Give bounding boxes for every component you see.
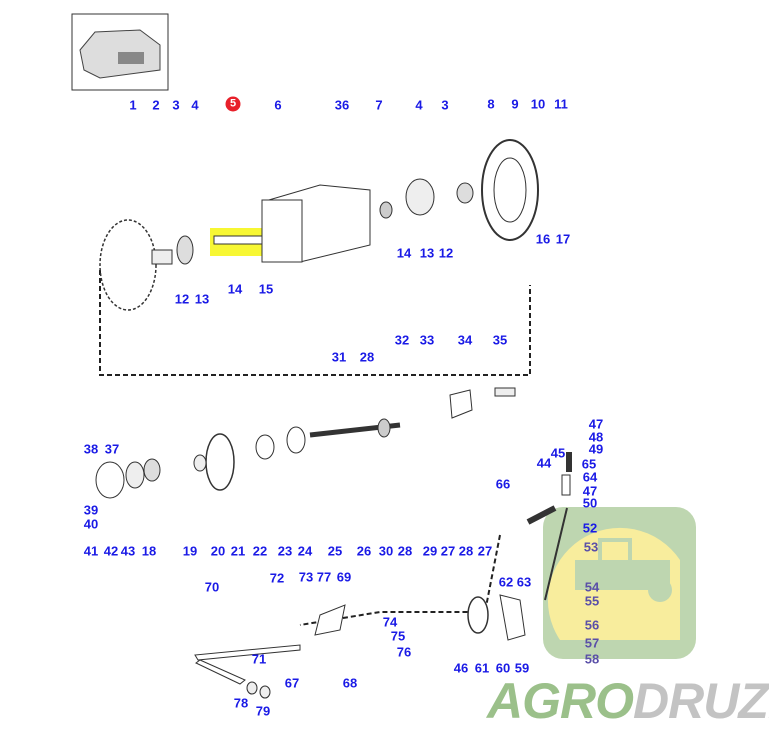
part-label[interactable]: 30 <box>378 543 394 559</box>
part-label[interactable]: 28 <box>359 349 375 365</box>
part-label[interactable]: 4 <box>191 97 199 113</box>
part-label[interactable]: 57 <box>584 635 600 651</box>
part-label[interactable]: 27 <box>440 543 456 559</box>
part-label[interactable]: 74 <box>382 614 398 630</box>
part-label[interactable]: 34 <box>457 332 473 348</box>
part-label[interactable]: 20 <box>210 543 226 559</box>
watermark-druzi: DRUZI <box>633 673 769 729</box>
part-label[interactable]: 19 <box>182 543 198 559</box>
part-label[interactable]: 14 <box>396 245 412 261</box>
part-label[interactable]: 43 <box>120 543 136 559</box>
part-label[interactable]: 48 <box>588 429 604 445</box>
part-label[interactable]: 66 <box>495 476 511 492</box>
part-label[interactable]: 79 <box>255 703 271 719</box>
part-label[interactable]: 39 <box>83 502 99 518</box>
part-label[interactable]: 9 <box>511 96 519 112</box>
part-label[interactable]: 47 <box>588 416 604 432</box>
part-label[interactable]: 2 <box>152 97 160 113</box>
part-label[interactable]: 1 <box>129 97 137 113</box>
part-label[interactable]: 11 <box>554 96 568 112</box>
part-label[interactable]: 44 <box>536 455 552 471</box>
part-label[interactable]: 3 <box>172 97 180 113</box>
part-label[interactable]: 49 <box>588 441 604 457</box>
part-label[interactable]: 3 <box>441 97 449 113</box>
part-label[interactable]: 37 <box>104 441 120 457</box>
part-label[interactable]: 13 <box>194 291 210 307</box>
part-label[interactable]: 46 <box>453 660 469 676</box>
part-label[interactable]: 7 <box>375 97 383 113</box>
part-label[interactable]: 15 <box>258 281 274 297</box>
part-label[interactable]: 28 <box>397 543 413 559</box>
part-label[interactable]: 76 <box>396 644 412 660</box>
part-label[interactable]: 28 <box>458 543 474 559</box>
part-label[interactable]: 33 <box>419 332 435 348</box>
part-label[interactable]: 58 <box>584 651 600 667</box>
part-label[interactable]: 38 <box>83 441 99 457</box>
part-label[interactable]: 68 <box>342 675 358 691</box>
part-label[interactable]: 18 <box>141 543 157 559</box>
part-label[interactable]: 64 <box>582 469 598 485</box>
part-label[interactable]: 59 <box>514 660 530 676</box>
part-label[interactable]: 56 <box>584 617 600 633</box>
part-label[interactable]: 77 <box>316 569 332 585</box>
part-label[interactable]: 17 <box>555 231 571 247</box>
part-label[interactable]: 47 <box>582 483 598 499</box>
part-label[interactable]: 75 <box>390 628 406 644</box>
part-label[interactable]: 14 <box>227 281 243 297</box>
part-label[interactable]: 8 <box>487 96 495 112</box>
part-label[interactable]: 45 <box>550 445 566 461</box>
part-label[interactable]: 61 <box>474 660 490 676</box>
part-label[interactable]: 41 <box>83 543 99 559</box>
part-label[interactable]: 32 <box>394 332 410 348</box>
part-label[interactable]: 55 <box>584 593 600 609</box>
machine-thumbnail <box>71 13 169 91</box>
part-label[interactable]: 23 <box>277 543 293 559</box>
highlighted-part-badge[interactable]: 5 <box>225 96 241 112</box>
part-label[interactable]: 31 <box>331 349 347 365</box>
part-label[interactable]: 24 <box>297 543 313 559</box>
part-label[interactable]: 53 <box>583 539 599 555</box>
part-label[interactable]: 69 <box>336 569 352 585</box>
part-label[interactable]: 40 <box>83 516 99 532</box>
part-label[interactable]: 21 <box>230 543 246 559</box>
part-label[interactable]: 29 <box>422 543 438 559</box>
part-label[interactable]: 12 <box>174 291 190 307</box>
part-label[interactable]: 6 <box>274 97 282 113</box>
part-label[interactable]: 12 <box>438 245 454 261</box>
part-label[interactable]: 22 <box>252 543 268 559</box>
part-label[interactable]: 78 <box>233 695 249 711</box>
part-label[interactable]: 63 <box>516 574 532 590</box>
part-label[interactable]: 50 <box>582 495 598 511</box>
part-label[interactable]: 73 <box>298 569 314 585</box>
part-label[interactable]: 10 <box>530 96 546 112</box>
part-label[interactable]: 71 <box>251 651 267 667</box>
part-label[interactable]: 4 <box>415 97 423 113</box>
part-label[interactable]: 26 <box>356 543 372 559</box>
part-label[interactable]: 25 <box>327 543 343 559</box>
part-label[interactable]: 35 <box>492 332 508 348</box>
part-label[interactable]: 42 <box>103 543 119 559</box>
part-label[interactable]: 62 <box>498 574 514 590</box>
part-label[interactable]: 70 <box>204 579 220 595</box>
part-label[interactable]: 52 <box>582 520 598 536</box>
watermark-logo <box>543 507 696 659</box>
part-label[interactable]: 65 <box>581 456 597 472</box>
part-label[interactable]: 67 <box>284 675 300 691</box>
part-label[interactable]: 72 <box>269 570 285 586</box>
part-label[interactable]: 54 <box>584 579 600 595</box>
part-label[interactable]: 27 <box>477 543 493 559</box>
watermark-text: AGRODRUZI <box>487 672 769 730</box>
watermark-agro: AGRO <box>487 673 634 729</box>
part-label[interactable]: 16 <box>535 231 551 247</box>
part-label[interactable]: 60 <box>495 660 511 676</box>
part-label[interactable]: 36 <box>334 97 350 113</box>
part-label[interactable]: 13 <box>419 245 435 261</box>
